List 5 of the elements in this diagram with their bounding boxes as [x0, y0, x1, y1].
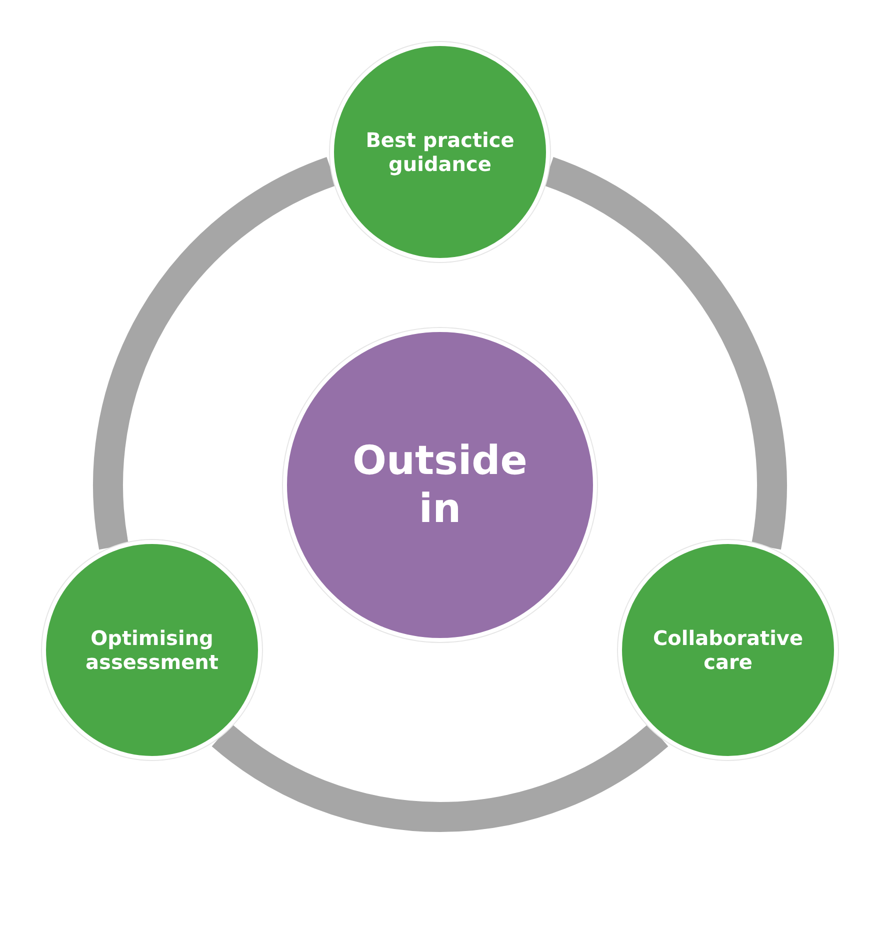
- node-label: Best practice guidance: [364, 128, 516, 176]
- ring-arc: [212, 723, 668, 832]
- node-label: Optimising assessment: [84, 626, 220, 674]
- node-label: Outside in: [352, 437, 528, 533]
- node-label: Collaborative care: [652, 626, 804, 674]
